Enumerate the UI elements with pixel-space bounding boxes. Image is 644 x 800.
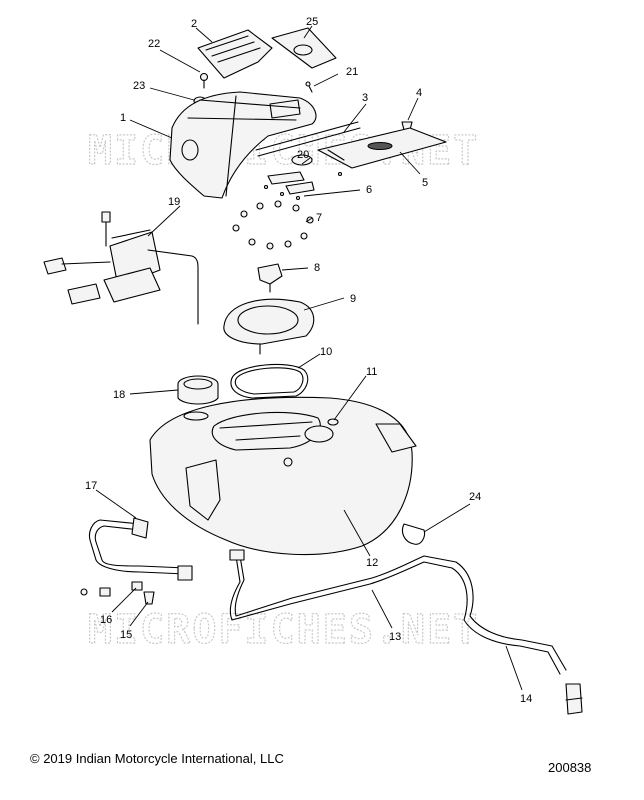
part-21-screw bbox=[305, 81, 313, 93]
drawing-number: 200838 bbox=[548, 760, 592, 775]
callout-5: 5 bbox=[422, 177, 428, 189]
part-12-fuel-tank bbox=[149, 396, 417, 556]
part-6-screws bbox=[263, 171, 343, 201]
callout-14: 14 bbox=[520, 693, 532, 705]
callout-23: 23 bbox=[133, 80, 145, 92]
callout-labels: 2 25 22 21 23 1 3 4 5 20 6 19 7 8 9 10 1… bbox=[85, 16, 532, 705]
part-3-trim-strip bbox=[255, 121, 361, 157]
part-11-plug bbox=[327, 418, 339, 426]
callout-17: 17 bbox=[85, 480, 97, 492]
part-15-fitting bbox=[143, 591, 155, 605]
callout-9: 9 bbox=[350, 293, 356, 305]
part-16-fitting bbox=[80, 581, 143, 597]
part-22-screw bbox=[199, 72, 209, 89]
part-2-cover-panel bbox=[197, 29, 273, 79]
callout-1: 1 bbox=[120, 112, 126, 124]
callout-15: 15 bbox=[120, 629, 132, 641]
callout-6: 6 bbox=[366, 184, 372, 196]
part-7-nut-ring bbox=[232, 200, 314, 250]
callout-7: 7 bbox=[316, 212, 322, 224]
part-1-console-housing bbox=[169, 91, 317, 199]
callout-19: 19 bbox=[168, 196, 180, 208]
leader-lines bbox=[95, 25, 523, 691]
part-5-mounting-plate bbox=[317, 127, 447, 169]
callout-16: 16 bbox=[100, 614, 112, 626]
part-9-flange-plate bbox=[223, 298, 315, 355]
part-24-clamp bbox=[401, 523, 426, 545]
part-17-vent-hose bbox=[88, 517, 193, 581]
callout-24: 24 bbox=[469, 491, 481, 503]
callout-10: 10 bbox=[320, 346, 332, 358]
part-13-fuel-line bbox=[229, 549, 567, 675]
callout-18: 18 bbox=[113, 389, 125, 401]
part-8-sender bbox=[257, 263, 283, 293]
callout-22: 22 bbox=[148, 38, 160, 50]
callout-11: 11 bbox=[366, 366, 377, 378]
part-19-fuel-pump bbox=[43, 211, 199, 325]
watermark-bottom: MICROFICHES.NET bbox=[88, 607, 479, 653]
callout-21: 21 bbox=[346, 66, 358, 78]
part-25-trim-plate bbox=[271, 27, 337, 69]
callout-12: 12 bbox=[366, 557, 378, 569]
part-14-hose-end bbox=[565, 683, 583, 715]
callout-13: 13 bbox=[389, 631, 401, 643]
callout-20: 20 bbox=[297, 149, 309, 161]
copyright-notice: © 2019 Indian Motorcycle International, … bbox=[30, 751, 284, 766]
part-10-gasket bbox=[230, 363, 309, 399]
callout-3: 3 bbox=[362, 92, 368, 104]
callout-8: 8 bbox=[314, 262, 320, 274]
part-20-bracket bbox=[267, 154, 315, 195]
part-18-filler-cap bbox=[177, 375, 219, 405]
callout-25: 25 bbox=[306, 16, 318, 28]
callout-2: 2 bbox=[191, 18, 197, 30]
callout-4: 4 bbox=[416, 87, 422, 99]
